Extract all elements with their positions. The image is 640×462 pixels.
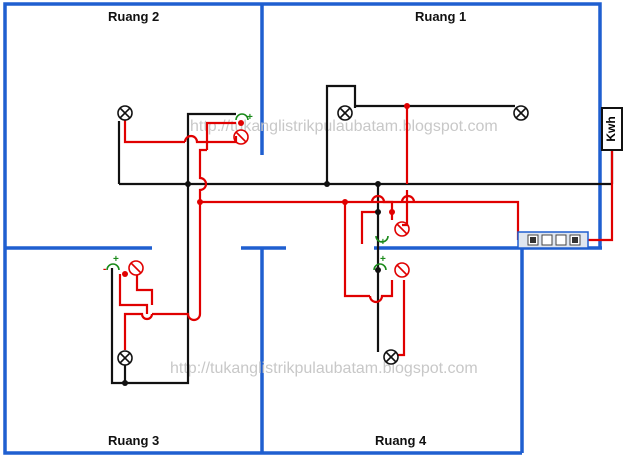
phase-riser-ruang2 — [198, 148, 208, 202]
circuit-breaker-icon — [517, 231, 589, 249]
junction-dot — [389, 209, 395, 215]
phase-ruang1-switch-feed — [370, 194, 394, 220]
switch-leg-ruang1 — [402, 190, 409, 227]
junction-dot — [404, 103, 410, 109]
lamp-icon — [337, 105, 353, 121]
junction-dot — [375, 209, 381, 215]
plus-sign: + — [247, 112, 253, 123]
lamp-icon — [383, 349, 399, 365]
switch-icon — [128, 260, 144, 276]
minus-sign: - — [103, 264, 106, 275]
junction-dot — [122, 380, 128, 386]
switch-leg-ruang3-b — [135, 275, 154, 305]
lamp-icon — [513, 105, 529, 121]
phase-ruang4-left — [343, 202, 370, 298]
lamp-icon — [117, 105, 133, 121]
outer-wall-right — [262, 2, 602, 248]
phase-to-lamp-ruang3 — [123, 312, 154, 335]
junction-dot — [324, 181, 330, 187]
kwh-meter-icon: Kwh — [601, 107, 623, 151]
junction-dot — [185, 181, 191, 187]
room-label-ruang-4: Ruang 4 — [375, 433, 427, 448]
junctions-phase — [122, 103, 410, 277]
junctions — [122, 181, 381, 386]
switch-icon — [233, 129, 249, 145]
plus-sign: + — [380, 237, 386, 248]
main-phase-bus — [200, 200, 520, 240]
neutral-ruang1-drop — [325, 84, 357, 184]
socket-icon — [235, 113, 249, 121]
socket-icon — [106, 263, 120, 271]
phase-ruang4-switch — [368, 280, 394, 304]
junction-dot — [375, 267, 381, 273]
plus-sign: + — [380, 254, 386, 265]
watermark-bottom: http://tukanglistrikpulaubatam.blogspot.… — [170, 360, 478, 377]
room-label-ruang-3: Ruang 3 — [108, 433, 159, 448]
neutral-ruang3 — [110, 184, 190, 385]
watermark-top: http://tukanglistrikpulaubatam.blogspot.… — [190, 118, 498, 135]
lamp-icon — [117, 350, 133, 366]
junction-dot — [197, 199, 203, 205]
phase-meter-to-breaker — [588, 151, 614, 242]
socket-icon — [375, 235, 389, 243]
switch-leg-lamp-ruang2 — [123, 120, 185, 144]
switch-icon — [394, 221, 410, 237]
socket-markers — [106, 113, 389, 271]
socket-icon — [373, 263, 387, 271]
junction-dot — [375, 181, 381, 187]
lamps — [117, 105, 529, 366]
plus-sign: + — [113, 254, 119, 265]
walls — [3, 2, 602, 455]
switch-icon — [394, 262, 410, 278]
switches — [128, 129, 410, 278]
junction-dot — [238, 120, 244, 126]
room-label-ruang-2: Ruang 2 — [108, 9, 159, 24]
junction-dot — [122, 271, 128, 277]
switch-leg-ruang2 — [183, 134, 238, 144]
phase-wiring — [118, 106, 614, 357]
phase-ruang1-loop — [360, 210, 380, 244]
phase-ruang3 — [152, 202, 202, 322]
neutral-ruang2-riser — [186, 112, 236, 184]
switch-leg-ruang3-a — [118, 274, 149, 314]
junction-dot — [342, 199, 348, 205]
room-label-ruang-1: Ruang 1 — [415, 9, 466, 24]
kwh-label: Kwh — [604, 116, 618, 141]
